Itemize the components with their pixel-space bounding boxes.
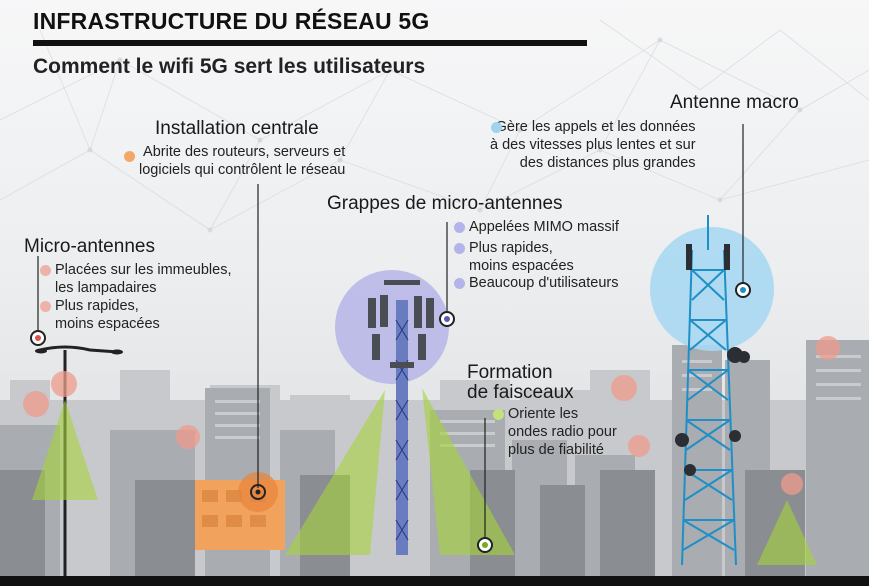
bullet-dot-icon (124, 151, 135, 162)
cluster-tower (368, 280, 434, 555)
micro-bullet-2: Plus rapides, moins espacées (40, 297, 160, 333)
micro-bullet-text: Placées sur les immeubles, les lampadair… (55, 262, 232, 296)
clusters-bullet-text: Appelées MIMO massif (469, 219, 619, 235)
clusters-bullet-text: Plus rapides, moins espacées (469, 240, 574, 274)
central-bullet: Abrite des routeurs, serveurs et logicie… (124, 143, 346, 179)
micro-heading: Micro-antennes (24, 236, 155, 257)
central-bullet-text: Abrite des routeurs, serveurs et logicie… (139, 144, 346, 178)
bullet-dot-icon (40, 265, 51, 276)
leader-lines (37, 124, 744, 542)
macro-bullet: Gère les appels et les données à des vit… (490, 118, 696, 172)
central-heading: Installation centrale (155, 118, 319, 139)
page-subtitle: Comment le wifi 5G sert les utilisateurs (33, 55, 426, 78)
bullet-dot-icon (454, 278, 465, 289)
bottom-band (0, 576, 869, 586)
title-underline (33, 40, 587, 46)
micro-bullet-text: Plus rapides, moins espacées (55, 298, 160, 332)
target-markers (30, 282, 751, 553)
clusters-bullet-2: Plus rapides, moins espacées (454, 239, 574, 275)
clusters-heading: Grappes de micro-antennes (327, 193, 563, 214)
macro-bullet-text: Gère les appels et les données à des vit… (490, 119, 696, 171)
micro-bullet-1: Placées sur les immeubles, les lampadair… (40, 261, 232, 297)
network-nodes (87, 37, 803, 233)
micro-antenna-dots (23, 336, 840, 495)
clusters-bullet-3: Beaucoup d'utilisateurs (454, 274, 619, 292)
clusters-bullet-1: Appelées MIMO massif (454, 218, 619, 236)
clusters-bullet-text: Beaucoup d'utilisateurs (469, 275, 619, 291)
beam-heading: Formation de faisceaux (467, 362, 574, 403)
bullet-dot-icon (491, 122, 502, 133)
bullet-dot-icon (454, 243, 465, 254)
beam-bullet-text: Oriente les ondes radio pour plus de fia… (508, 406, 617, 458)
bullet-dot-icon (454, 222, 465, 233)
beam-bullet: Oriente les ondes radio pour plus de fia… (493, 405, 617, 459)
beam-cones (32, 388, 817, 565)
macro-tower (681, 215, 737, 566)
macro-heading: Antenne macro (670, 92, 799, 113)
building-windows (215, 355, 861, 447)
page-title: INFRASTRUCTURE DU RÉSEAU 5G (33, 8, 430, 34)
bullet-dot-icon (40, 301, 51, 312)
bullet-dot-icon (493, 409, 504, 420)
macro-dishes (675, 244, 750, 476)
